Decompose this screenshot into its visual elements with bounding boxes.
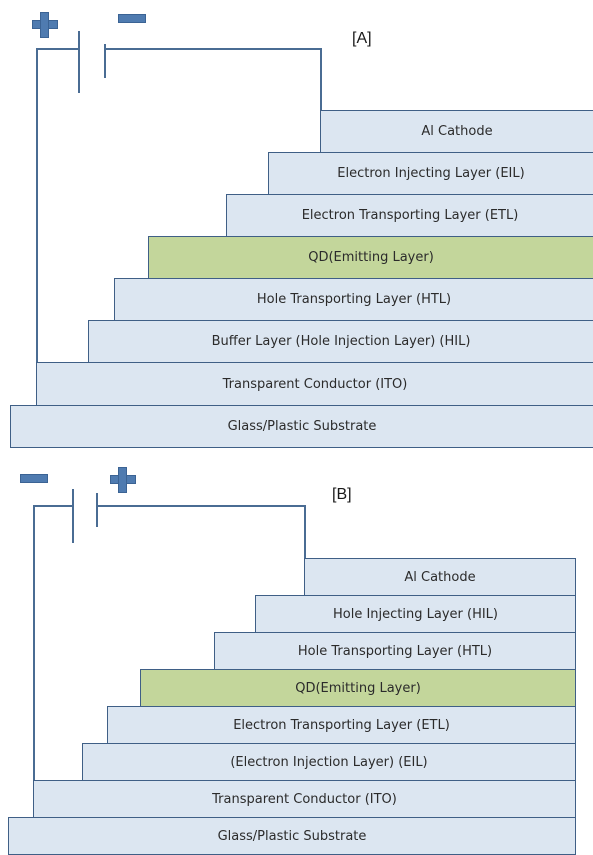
layer-htl: Hole Transporting Layer (HTL) [114, 278, 593, 321]
minus-icon [20, 474, 48, 484]
layer-ito: Transparent Conductor (ITO) [36, 362, 593, 406]
panel-label: [B] [332, 486, 352, 503]
layer-ito: Transparent Conductor (ITO) [33, 780, 576, 818]
minus-icon [118, 14, 146, 24]
wire [36, 48, 79, 50]
layer-etl: Electron Transporting Layer (ETL) [226, 194, 593, 237]
layer-substrate: Glass/Plastic Substrate [10, 405, 593, 448]
layer-cathode: Al Cathode [304, 558, 576, 596]
layer-qd-emitting: QD(Emitting Layer) [140, 669, 576, 707]
layer-htl: Hole Transporting Layer (HTL) [214, 632, 576, 670]
device-diagram-b: [B] Al Cathode Hole Injecting Layer (HIL… [0, 452, 593, 855]
wire [304, 505, 306, 558]
layer-eil: Electron Injecting Layer (EIL) [268, 152, 593, 195]
wire [105, 48, 321, 50]
layer-hil: Buffer Layer (Hole Injection Layer) (HIL… [88, 320, 593, 363]
layer-substrate: Glass/Plastic Substrate [8, 817, 576, 855]
battery-plate-long [72, 489, 74, 543]
layer-cathode: Al Cathode [320, 110, 593, 153]
battery-plate-short [96, 493, 98, 527]
layer-qd-emitting: QD(Emitting Layer) [148, 236, 593, 279]
battery-plate-short [104, 44, 106, 78]
wire [33, 505, 73, 507]
plus-icon [32, 12, 58, 38]
wire [33, 505, 35, 790]
wire [320, 48, 322, 110]
device-diagram-a: [A] Al Cathode Electron Injecting Layer … [10, 12, 593, 448]
layer-etl: Electron Transporting Layer (ETL) [107, 706, 576, 744]
plus-icon [110, 467, 136, 493]
layer-hil: Hole Injecting Layer (HIL) [255, 595, 576, 633]
wire [36, 48, 38, 364]
layer-eil: (Electron Injection Layer) (EIL) [82, 743, 576, 781]
wire [97, 505, 305, 507]
battery-plate-long [78, 31, 80, 93]
panel-label: [A] [352, 30, 372, 47]
